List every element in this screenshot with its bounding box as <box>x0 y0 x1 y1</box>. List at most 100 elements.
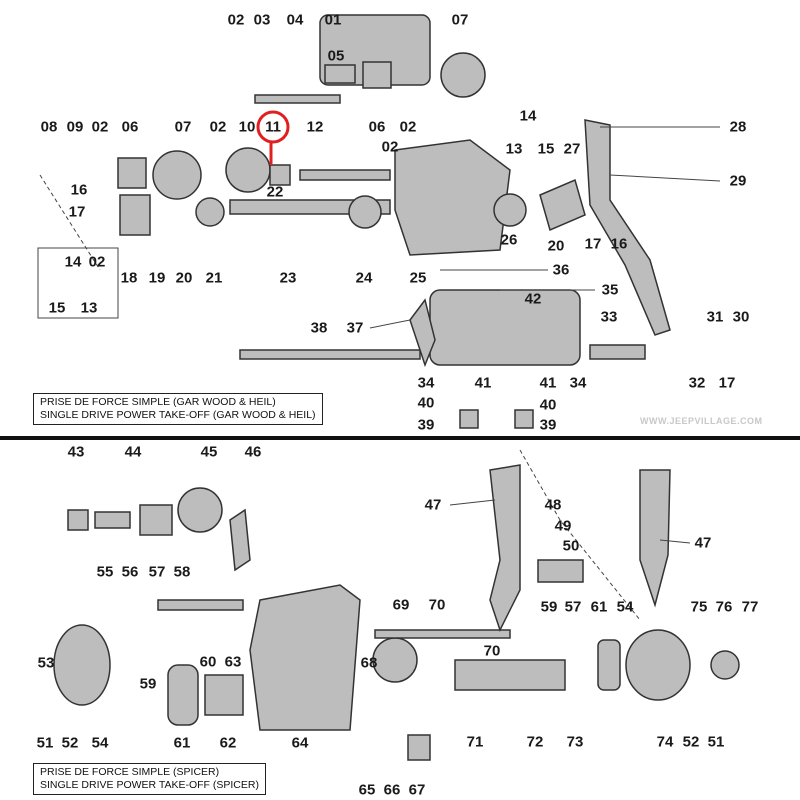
part-number-label: 45 <box>200 443 218 461</box>
part-number-label: 40 <box>417 394 435 412</box>
part-number-label: 60 <box>199 653 217 671</box>
part-number-label: 59 <box>139 675 157 693</box>
part-number-label: 14 <box>64 253 82 271</box>
part-number-label: 37 <box>346 319 364 337</box>
part-number-label: 70 <box>483 642 501 660</box>
gasket-part <box>539 178 586 232</box>
shift-rod-part <box>589 344 646 360</box>
part-number-label: 06 <box>368 118 386 136</box>
part-number-label: 17 <box>68 203 86 221</box>
part-number-label: 15 <box>537 140 555 158</box>
part-number-label: 63 <box>224 653 242 671</box>
part-number-label: 65 <box>358 781 376 799</box>
part-number-label: 49 <box>554 517 572 535</box>
part-number-label: 13 <box>80 299 98 317</box>
bearing-part <box>362 61 392 89</box>
bearing-part <box>167 664 199 726</box>
part-number-label: 41 <box>474 374 492 392</box>
part-number-label: 58 <box>173 563 191 581</box>
part-number-label: 16 <box>610 235 628 253</box>
part-number-label: 17 <box>718 374 736 392</box>
part-number-label: 07 <box>451 11 469 29</box>
leader-line <box>659 539 691 544</box>
part-number-label: 26 <box>500 231 518 249</box>
part-number-label: 33 <box>600 308 618 326</box>
part-number-label: 41 <box>539 374 557 392</box>
shift-fork-part <box>409 298 436 368</box>
part-number-label: 48 <box>544 496 562 514</box>
part-number-label: 15 <box>48 299 66 317</box>
part-number-label: 42 <box>524 290 542 308</box>
bearing-part <box>195 197 225 227</box>
part-number-label: 64 <box>291 734 309 752</box>
part-number-label: 47 <box>424 496 442 514</box>
cover-part <box>53 624 111 706</box>
bearing-part <box>117 157 147 189</box>
dashed-leader <box>39 174 101 271</box>
part-number-label: 69 <box>392 596 410 614</box>
shaft-part <box>374 629 511 639</box>
part-number-label: 04 <box>286 11 304 29</box>
part-number-label: 05 <box>327 47 345 65</box>
part-number-label: 44 <box>124 443 142 461</box>
part-number-label: 20 <box>547 237 565 255</box>
part-number-label: 46 <box>244 443 262 461</box>
nut-part <box>710 650 740 680</box>
dashed-leader <box>519 449 641 621</box>
bushing-part <box>324 64 356 84</box>
part-number-label: 71 <box>466 733 484 751</box>
part-number-label: 28 <box>729 118 747 136</box>
leader-line <box>609 174 721 182</box>
bushing-part <box>67 509 89 531</box>
part-number-label: 06 <box>121 118 139 136</box>
part-number-label: 12 <box>306 118 324 136</box>
bearing-part <box>204 674 244 716</box>
part-number-label: 19 <box>148 269 166 287</box>
part-number-label: 31 <box>706 308 724 326</box>
part-number-label: 02 <box>227 11 245 29</box>
part-number-label: 32 <box>688 374 706 392</box>
plug-part <box>407 734 431 761</box>
leader-line <box>449 499 496 506</box>
output-shaft-part <box>454 659 566 691</box>
housing-part <box>249 584 361 731</box>
part-number-label: 10 <box>238 118 256 136</box>
gear-part <box>177 487 223 533</box>
bottom-caption: PRISE DE FORCE SIMPLE (SPICER) SINGLE DR… <box>33 763 266 795</box>
part-number-label: 56 <box>121 563 139 581</box>
part-number-label: 25 <box>409 269 427 287</box>
part-number-label: 02 <box>399 118 417 136</box>
part-number-label: 03 <box>253 11 271 29</box>
gear-part <box>493 193 527 227</box>
part-number-label: 17 <box>584 235 602 253</box>
part-number-label: 16 <box>70 181 88 199</box>
part-number-label: 52 <box>61 734 79 752</box>
gear-part <box>152 150 202 200</box>
highlight-circle <box>256 110 290 144</box>
part-number-label: 61 <box>590 598 608 616</box>
shift-rail-part <box>239 349 421 360</box>
part-number-label: 54 <box>616 598 634 616</box>
part-number-label: 24 <box>355 269 373 287</box>
gear-part <box>440 52 486 98</box>
bracket-part <box>537 559 584 583</box>
part-number-label: 02 <box>209 118 227 136</box>
part-number-label: 13 <box>505 140 523 158</box>
part-number-label: 38 <box>310 319 328 337</box>
part-number-label: 39 <box>539 416 557 434</box>
part-number-label: 52 <box>682 733 700 751</box>
part-number-label: 73 <box>566 733 584 751</box>
lever-part <box>584 119 671 336</box>
bushing-part <box>94 511 131 529</box>
part-number-label: 74 <box>656 733 674 751</box>
part-number-label: 34 <box>417 374 435 392</box>
detail-box <box>37 247 119 319</box>
part-number-label: 61 <box>173 734 191 752</box>
part-number-label: 55 <box>96 563 114 581</box>
part-number-label: 75 <box>690 598 708 616</box>
gear-part <box>225 147 271 193</box>
shift-housing-part <box>429 289 581 366</box>
shaft-part <box>157 599 244 611</box>
part-number-label: 66 <box>383 781 401 799</box>
